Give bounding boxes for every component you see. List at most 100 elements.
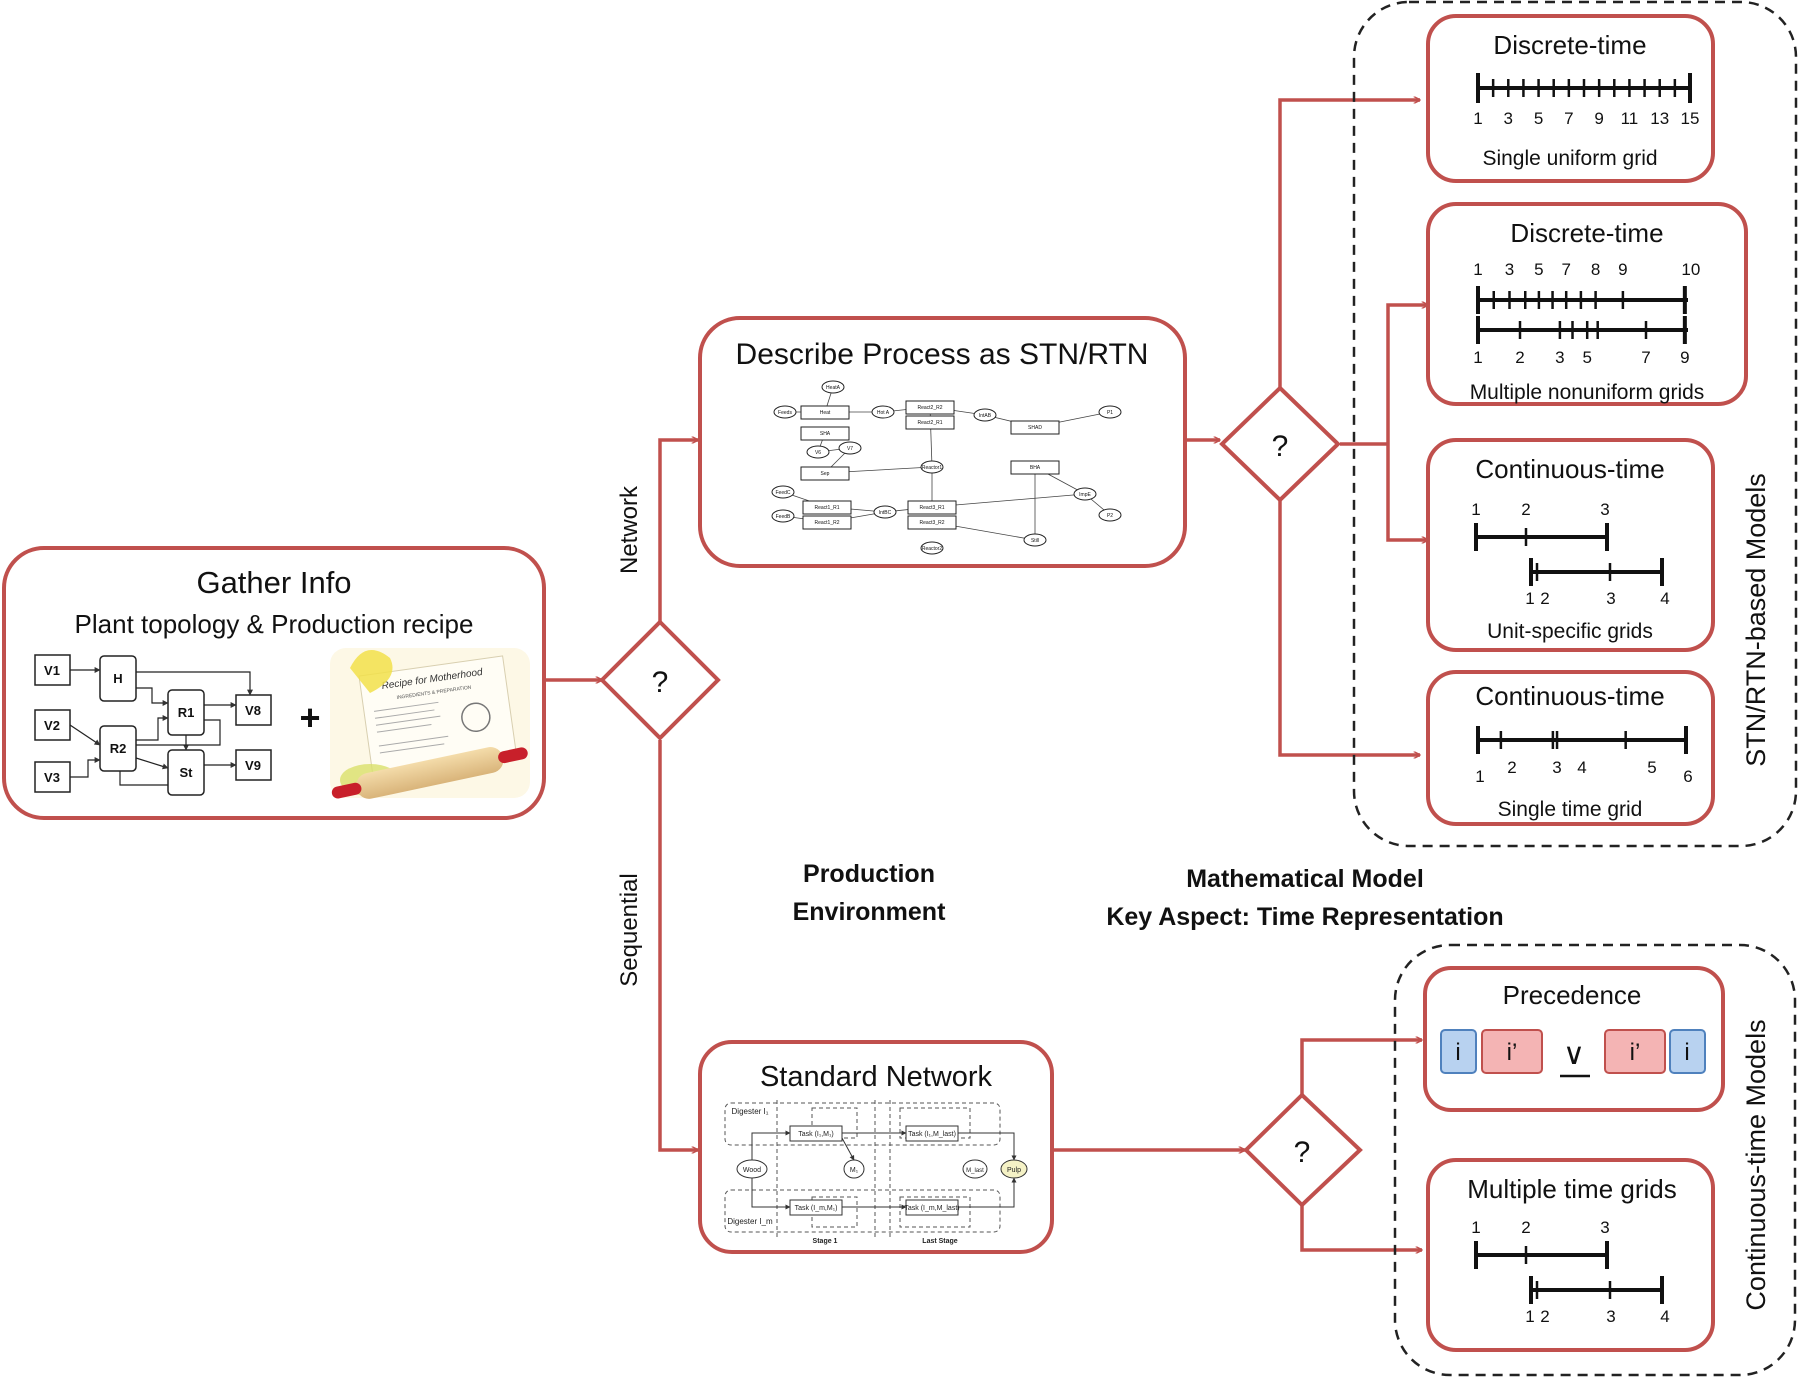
stn-state-node xyxy=(871,405,895,419)
svg-text:Multiple time grids: Multiple time grids xyxy=(1467,1174,1677,1204)
mathematical-model-label-1: Mathematical Model xyxy=(1186,865,1424,893)
stn-models-group-label: STN/RTN-based Models xyxy=(1741,473,1771,767)
mathematical-model-label-2: Key Aspect: Time Representation xyxy=(1106,903,1503,931)
tick-label: 1 xyxy=(1471,1218,1480,1237)
stn-state-node xyxy=(873,505,897,519)
svg-text:Continuous-time: Continuous-time xyxy=(1475,681,1664,711)
stn-task-node xyxy=(905,415,955,430)
svg-text:Wood: Wood xyxy=(743,1167,761,1174)
decision-diamond-sequential: ? xyxy=(1243,1092,1363,1208)
tick-label: 2 xyxy=(1540,589,1549,608)
svg-text:i: i xyxy=(1684,1039,1689,1066)
stn-node-label: P1 xyxy=(1107,410,1113,416)
task-iprime-block-right xyxy=(1604,1029,1666,1074)
stn-state-node xyxy=(1098,405,1122,419)
tick-label: 5 xyxy=(1582,348,1591,367)
tick-label: 3 xyxy=(1504,109,1513,128)
svg-text:Single time grid: Single time grid xyxy=(1498,798,1643,821)
stn-task-node xyxy=(1010,420,1060,435)
tick-label: 1 xyxy=(1525,1307,1534,1326)
or-symbol: ∨ xyxy=(1563,1038,1585,1071)
connector-lines xyxy=(545,100,1428,1250)
tick-label: 15 xyxy=(1681,109,1700,128)
network-branch-label: Network xyxy=(616,485,643,574)
gather-subtitle: Plant topology & Production recipe xyxy=(75,609,474,639)
stn-edge xyxy=(931,492,1086,508)
network-branch-line xyxy=(658,440,698,622)
svg-text:?: ? xyxy=(1294,1136,1311,1169)
tick-label: 3 xyxy=(1552,758,1561,777)
tick-label: 13 xyxy=(1650,109,1669,128)
stn-state-node xyxy=(920,541,944,555)
task-i-block-right xyxy=(1669,1029,1706,1074)
tick-label: 3 xyxy=(1555,348,1564,367)
std-box-title: Standard Network xyxy=(760,1061,993,1093)
svg-text:?: ? xyxy=(1272,430,1289,463)
stn-decision-to-model1 xyxy=(1278,100,1420,388)
stn-task-node xyxy=(800,466,850,481)
stn-decision-to-model4 xyxy=(1278,492,1420,755)
stn-node-label: React1_R2 xyxy=(814,520,839,526)
stn-node-label: BHA xyxy=(1030,465,1041,471)
stn-state-node xyxy=(806,445,830,459)
continuous-models-group-label: Continuous-time Models xyxy=(1741,1019,1771,1310)
svg-text:Task (I₁,M₁): Task (I₁,M₁) xyxy=(798,1131,833,1138)
tick-label: 5 xyxy=(1534,109,1543,128)
tick-label: 2 xyxy=(1540,1307,1549,1326)
svg-text:Multiple nonuniform grids: Multiple nonuniform grids xyxy=(1470,381,1705,404)
svg-text:?: ? xyxy=(652,666,669,699)
svg-text:Discrete-time: Discrete-time xyxy=(1510,218,1663,248)
stn-node-label: React2_R2 xyxy=(917,405,942,411)
svg-text:V2: V2 xyxy=(44,718,60,733)
production-environment-label-2: Environment xyxy=(793,898,946,926)
stn-state-node xyxy=(1073,487,1097,501)
stn-task-node xyxy=(800,405,850,420)
stn-task-node xyxy=(800,426,850,441)
model-box-precedence: Precedence i i’ i’ i ∨ xyxy=(1423,966,1725,1112)
stn-node-label: Reactor1 xyxy=(922,465,943,471)
tick-label: 9 xyxy=(1680,348,1689,367)
plant-topology-diagram: V1 V2 V3 H R2 R1 St V8 V9 xyxy=(34,654,272,796)
tick-label: 9 xyxy=(1594,109,1603,128)
tick-label: 4 xyxy=(1577,758,1586,777)
stn-node-label: React1_R1 xyxy=(814,505,839,511)
svg-text:Digester I_m: Digester I_m xyxy=(727,1217,773,1226)
stn-task-node xyxy=(802,500,852,515)
svg-text:Single uniform grid: Single uniform grid xyxy=(1482,147,1657,170)
tick-label: 7 xyxy=(1561,260,1570,279)
gather-info-box: Gather Info Plant topology & Production … xyxy=(2,546,546,820)
production-environment-label-1: Production xyxy=(803,860,935,888)
stn-node-label: SHAD xyxy=(1028,425,1042,431)
stn-node-label: IntAB xyxy=(979,413,992,419)
precedence-blocks: i i’ i’ i ∨ xyxy=(1440,1029,1706,1078)
stn-state-node xyxy=(920,460,944,474)
tick-label: 3 xyxy=(1606,1307,1615,1326)
seq-decision-to-precedence xyxy=(1300,1040,1422,1095)
task-i-block-left xyxy=(1440,1029,1477,1074)
seq-decision-to-multigrid xyxy=(1300,1205,1422,1250)
tick-label: 2 xyxy=(1521,500,1530,519)
stn-node-label: HeatA xyxy=(826,385,841,391)
stn-decision-to-model3 xyxy=(1386,444,1428,540)
stn-task-node xyxy=(907,515,957,530)
tick-label: 8 xyxy=(1591,260,1600,279)
stn-node-label: Still xyxy=(1031,538,1039,544)
tick-label: 7 xyxy=(1641,348,1650,367)
stn-decision-to-model2 xyxy=(1386,305,1428,444)
svg-text:V3: V3 xyxy=(44,770,60,785)
stn-task-node xyxy=(905,400,955,415)
sequential-branch-label: Sequential xyxy=(616,873,643,986)
gather-title: Gather Info xyxy=(196,565,351,600)
svg-text:Digester I₁: Digester I₁ xyxy=(732,1107,769,1116)
svg-text:Task (I_m,M₁): Task (I_m,M₁) xyxy=(795,1205,838,1212)
stn-node-label: Hot A xyxy=(877,410,890,416)
stn-state-node xyxy=(821,380,845,394)
